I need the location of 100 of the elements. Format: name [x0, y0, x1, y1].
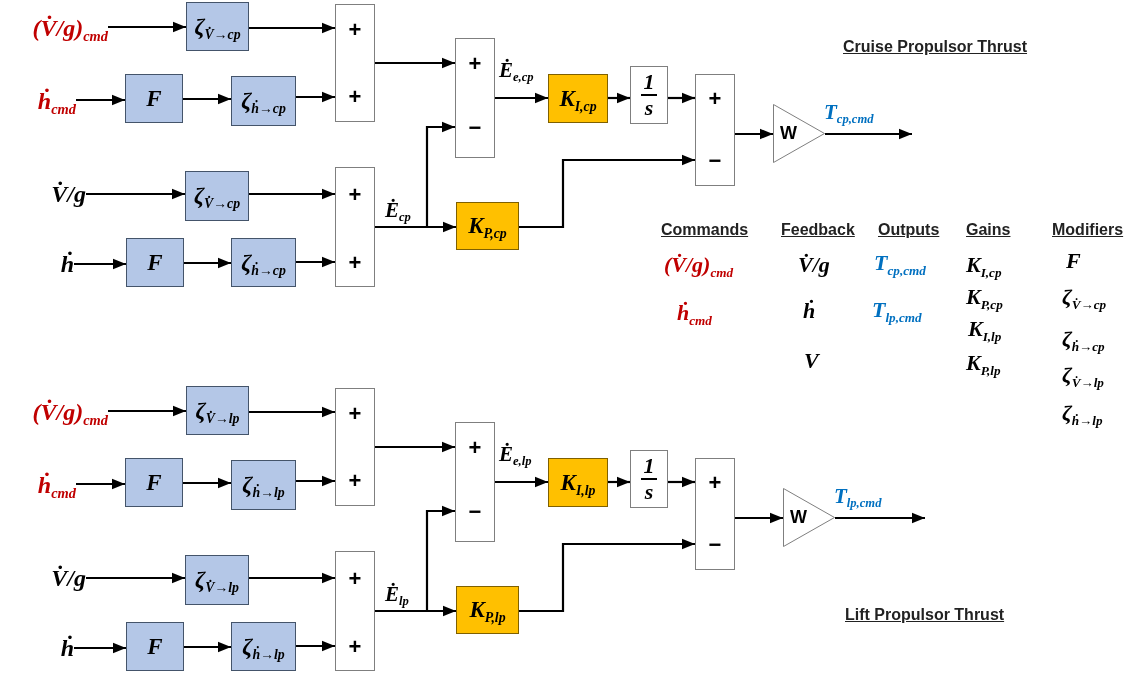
- edge-label: Ė$_{e,cp}$: [497, 58, 536, 84]
- section-heading: Modifiers: [1052, 221, 1124, 239]
- transfer-block: [125, 74, 183, 123]
- signal-label: V̇/g: [34, 562, 86, 594]
- sign-symbol: −: [707, 150, 723, 172]
- summing-block: [335, 167, 375, 287]
- block-label: W: [790, 507, 807, 528]
- block-label: ζ$_{V̇→cp}$: [194, 13, 241, 40]
- signal-arrow: [183, 93, 231, 105]
- block-label: W: [780, 123, 797, 144]
- transfer-block: [185, 171, 249, 221]
- transfer-block: [231, 76, 296, 126]
- block-label: ζ$_{ḣ→cp}$: [241, 249, 286, 276]
- transfer-block: [125, 458, 183, 507]
- block-label: F: [147, 249, 163, 276]
- symbol-label: ζ$_{V̇→lp}$: [1062, 362, 1104, 389]
- block-label: ζ$_{ḣ→lp}$: [242, 633, 285, 660]
- sign-symbol: +: [347, 184, 363, 206]
- symbol-label: (V̇/g)$_{cmd}$: [664, 252, 734, 279]
- signal-arrow: [495, 476, 548, 488]
- signal-label: ḣ$_{cmd}$: [18, 468, 76, 502]
- integrator-block: [630, 66, 668, 124]
- symbol-label: T$_{lp,cmd}$: [872, 297, 922, 324]
- block-label: ζ$_{ḣ→cp}$: [241, 88, 286, 114]
- block-label: s: [644, 97, 654, 119]
- signal-arrow: [608, 476, 630, 488]
- signal-label: (V̇/g)$_{cmd}$: [4, 8, 108, 48]
- signal-arrow: [519, 154, 695, 229]
- sign-symbol: +: [347, 568, 363, 590]
- block-label: 1: [643, 455, 655, 477]
- transfer-block: [186, 2, 249, 51]
- transfer-block: [231, 460, 296, 510]
- signal-arrow: [608, 92, 630, 104]
- edge-label: Ė$_{cp}$: [383, 198, 413, 224]
- transfer-block: [185, 555, 249, 605]
- signal-arrow: [668, 476, 695, 488]
- signal-arrow: [519, 538, 695, 613]
- edge-label: Ė$_{e,lp}$: [497, 442, 534, 468]
- edge-label: Ė$_{lp}$: [383, 582, 411, 608]
- symbol-label: ḣ: [803, 298, 816, 325]
- block-label: F: [146, 85, 162, 112]
- block-label: K$_{I,lp}$: [560, 469, 596, 496]
- symbol-label: ḣ$_{cmd}$: [677, 300, 712, 327]
- signal-label: V̇/g: [34, 178, 86, 210]
- symbol-label: ζ$_{ḣ→lp}$: [1062, 400, 1103, 427]
- signal-arrow: [249, 22, 335, 34]
- gain-block: [548, 74, 608, 123]
- summing-block: [695, 74, 735, 186]
- summing-block: [335, 551, 375, 671]
- signal-arrow: [249, 572, 335, 584]
- signal-arrow: [86, 188, 185, 200]
- block-label: K$_{I,cp}$: [559, 85, 597, 112]
- sign-symbol: −: [467, 117, 483, 139]
- signal-arrow: [74, 642, 126, 654]
- transfer-block: [231, 622, 296, 671]
- transfer-block: [186, 386, 249, 435]
- signal-arrow: [74, 258, 126, 270]
- gain-block: [456, 202, 519, 250]
- signal-arrow: [296, 91, 335, 103]
- symbol-label: K$_{I,cp}$: [966, 252, 1002, 279]
- sign-symbol: +: [467, 437, 483, 459]
- gain-block: [548, 458, 608, 507]
- sign-symbol: +: [707, 88, 723, 110]
- signal-arrow: [495, 92, 548, 104]
- signal-arrow: [735, 512, 783, 524]
- signal-arrow: [825, 128, 912, 140]
- section-heading: Outputs: [878, 221, 940, 239]
- gain-triangle: [773, 104, 825, 163]
- signal-arrow: [108, 21, 186, 33]
- symbol-label: ζ$_{ḣ→cp}$: [1062, 326, 1105, 353]
- integrator-block: [630, 450, 668, 508]
- signal-arrow: [296, 640, 335, 652]
- block-label: F: [147, 633, 163, 660]
- sign-symbol: +: [707, 472, 723, 494]
- signal-arrow: [375, 221, 456, 233]
- section-heading: Gains: [966, 221, 1011, 239]
- block-label: K$_{P,cp}$: [468, 213, 507, 239]
- signal-arrow: [735, 128, 773, 140]
- signal-arrow: [184, 257, 231, 269]
- block-label: 1: [643, 71, 655, 93]
- signal-arrow: [76, 94, 125, 106]
- block-label: ζ$_{ḣ→lp}$: [242, 472, 285, 498]
- block-label: K$_{P,lp}$: [469, 597, 506, 623]
- signal-arrow: [375, 57, 455, 69]
- symbol-label: V̇/g: [798, 252, 830, 279]
- block-label: ζ$_{V̇→cp}$: [193, 183, 241, 209]
- symbol-label: K$_{P,lp}$: [966, 350, 1001, 377]
- summing-block: [455, 38, 495, 158]
- summing-block: [335, 388, 375, 506]
- sign-symbol: −: [467, 501, 483, 523]
- signal-arrow: [296, 256, 335, 268]
- section-heading: Feedback: [781, 221, 855, 239]
- sign-symbol: +: [347, 19, 363, 41]
- signal-arrow: [86, 572, 185, 584]
- signal-label: ḣ: [48, 248, 74, 280]
- section-heading: Lift Propulsor Thrust: [845, 606, 1005, 624]
- block-label: s: [644, 481, 654, 503]
- sign-symbol: +: [347, 252, 363, 274]
- transfer-block: [126, 238, 184, 287]
- signal-arrow: [249, 188, 335, 200]
